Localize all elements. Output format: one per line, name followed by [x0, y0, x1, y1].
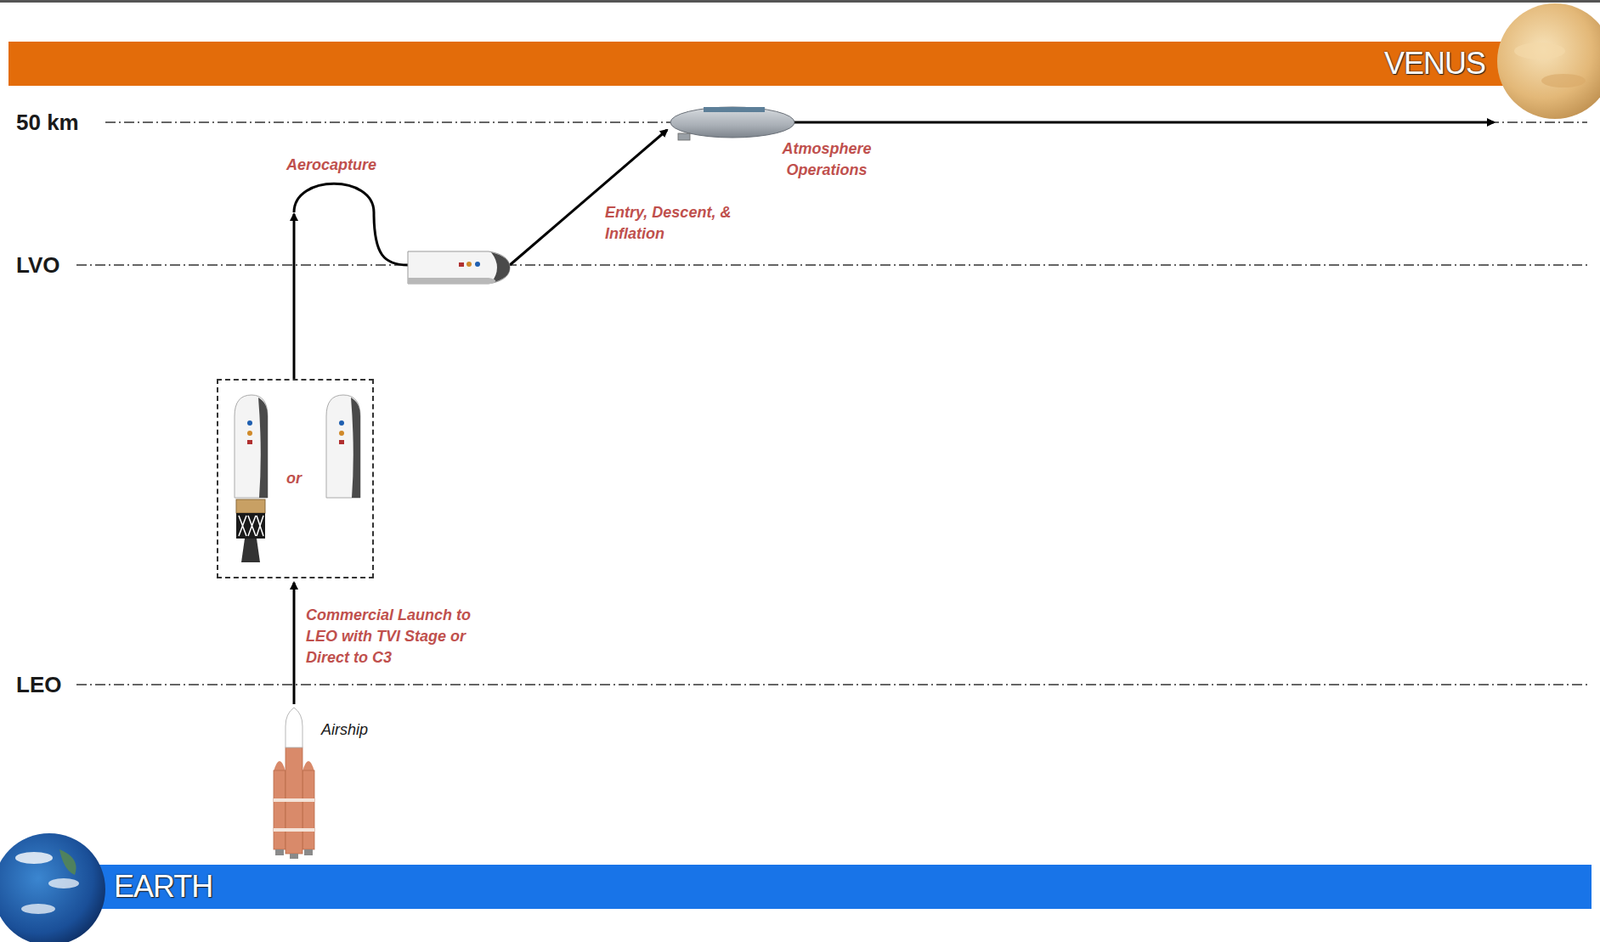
altitude-label: 50 km [16, 110, 80, 136]
tvi-stage-truss [236, 513, 266, 539]
aeroshell-shade [407, 277, 496, 284]
cloud-band [1514, 42, 1566, 60]
aerocapture-loop [293, 183, 408, 266]
phase-label: Atmosphere Operations [774, 138, 879, 181]
side-booster [273, 770, 286, 850]
logo-dot [339, 420, 345, 426]
aeroshell [234, 395, 268, 498]
truss-pattern [238, 515, 264, 537]
stage-band [273, 828, 315, 832]
cloud-swirl [48, 878, 80, 889]
payload-label: Airship [321, 721, 368, 741]
cloud-swirl [21, 904, 56, 915]
altitude-line [105, 121, 1588, 124]
flow-arrow [293, 214, 296, 379]
earth-globe [0, 833, 106, 942]
booster-nose [302, 761, 315, 772]
nozzle [304, 849, 313, 856]
engine-nozzle [241, 538, 261, 563]
altitude-label: LVO [16, 253, 61, 278]
logo-dot [247, 420, 253, 426]
solar-array [703, 107, 765, 113]
aeroshell [326, 395, 361, 498]
landmass [59, 849, 77, 876]
booster-nose [273, 761, 286, 772]
phase-label: Aerocapture [286, 154, 377, 176]
venus-globe [1497, 3, 1600, 119]
capsule-with-stage [234, 395, 268, 563]
altitude-label: LEO [16, 672, 62, 698]
top-rule [0, 0, 1600, 3]
stage-option-box: or [216, 378, 374, 579]
phase-label: Commercial Launch to LEO with TVI Stage … [305, 604, 492, 670]
logo-dot [247, 430, 253, 436]
phase-label: Entry, Descent, & Inflation [604, 202, 757, 245]
entry-capsule [407, 251, 510, 284]
payload-fairing [285, 707, 303, 748]
nozzle [289, 853, 299, 860]
side-booster [302, 770, 315, 850]
launch-vehicle [273, 707, 315, 860]
cloud-band [1541, 73, 1586, 88]
aeroshell-shade [350, 397, 361, 498]
flow-arrow [509, 130, 668, 266]
altitude-line [76, 684, 1588, 686]
nozzle [275, 849, 284, 856]
flag-mark [247, 440, 253, 445]
planet-name: EARTH [113, 870, 213, 905]
aeroshell [407, 251, 510, 284]
airship [670, 107, 795, 141]
aeroshell-nose [491, 252, 510, 283]
flag-mark [458, 262, 464, 267]
planet-band: EARTH [0, 865, 1592, 910]
planet-name: VENUS [1384, 46, 1486, 81]
stage-band [273, 798, 315, 803]
flow-arrow [794, 121, 1494, 125]
flag-mark [339, 440, 345, 445]
logo-dot [474, 261, 481, 267]
gondola [678, 133, 690, 141]
capsule-direct [326, 395, 361, 498]
tvi-stage-tank [236, 499, 266, 514]
planet-band: VENUS [8, 41, 1600, 86]
logo-dot [339, 430, 345, 436]
cloud-swirl [15, 852, 53, 865]
aeroshell-shade [258, 397, 268, 498]
flow-arrow [293, 582, 296, 705]
logo-dot [466, 261, 472, 267]
option-text: or [286, 468, 302, 490]
altitude-line [76, 264, 1588, 266]
